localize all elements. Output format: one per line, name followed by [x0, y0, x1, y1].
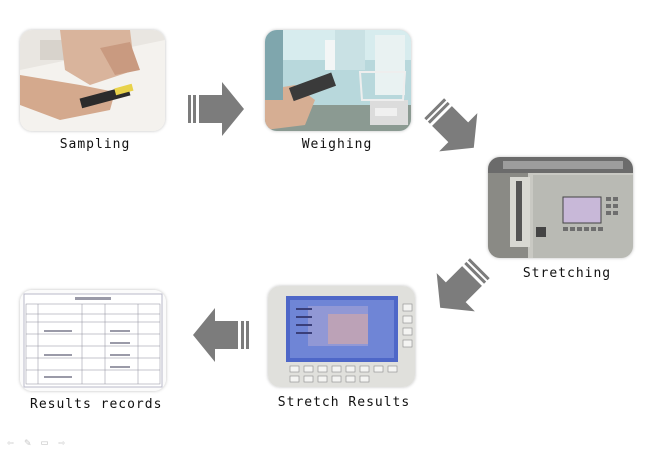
- results-records-photo: [20, 290, 166, 391]
- stretching-label: Stretching: [522, 266, 612, 281]
- results-records-label: Results records: [30, 397, 163, 412]
- stretching-photo: [488, 157, 633, 258]
- sampling-label: Sampling: [59, 137, 131, 152]
- menu-icon[interactable]: ▭: [41, 436, 48, 449]
- prev-slide-icon[interactable]: ⇦: [7, 436, 14, 449]
- weighing-label: Weighing: [301, 137, 373, 152]
- sampling-photo: [20, 30, 165, 131]
- stretch-results-label: Stretch Results: [277, 395, 411, 410]
- next-slide-icon[interactable]: ⇨: [58, 436, 65, 449]
- stretch-results-photo: [268, 286, 415, 387]
- arrow-down-left-icon: [436, 258, 490, 312]
- arrow-right-icon: [188, 82, 244, 136]
- pen-icon[interactable]: ✎: [24, 436, 31, 449]
- weighing-photo: [265, 30, 411, 131]
- arrow-left-icon: [193, 308, 249, 362]
- arrow-down-right-icon: [424, 98, 478, 152]
- slide-nav-bar: ⇦ ✎ ▭ ⇨: [4, 437, 68, 449]
